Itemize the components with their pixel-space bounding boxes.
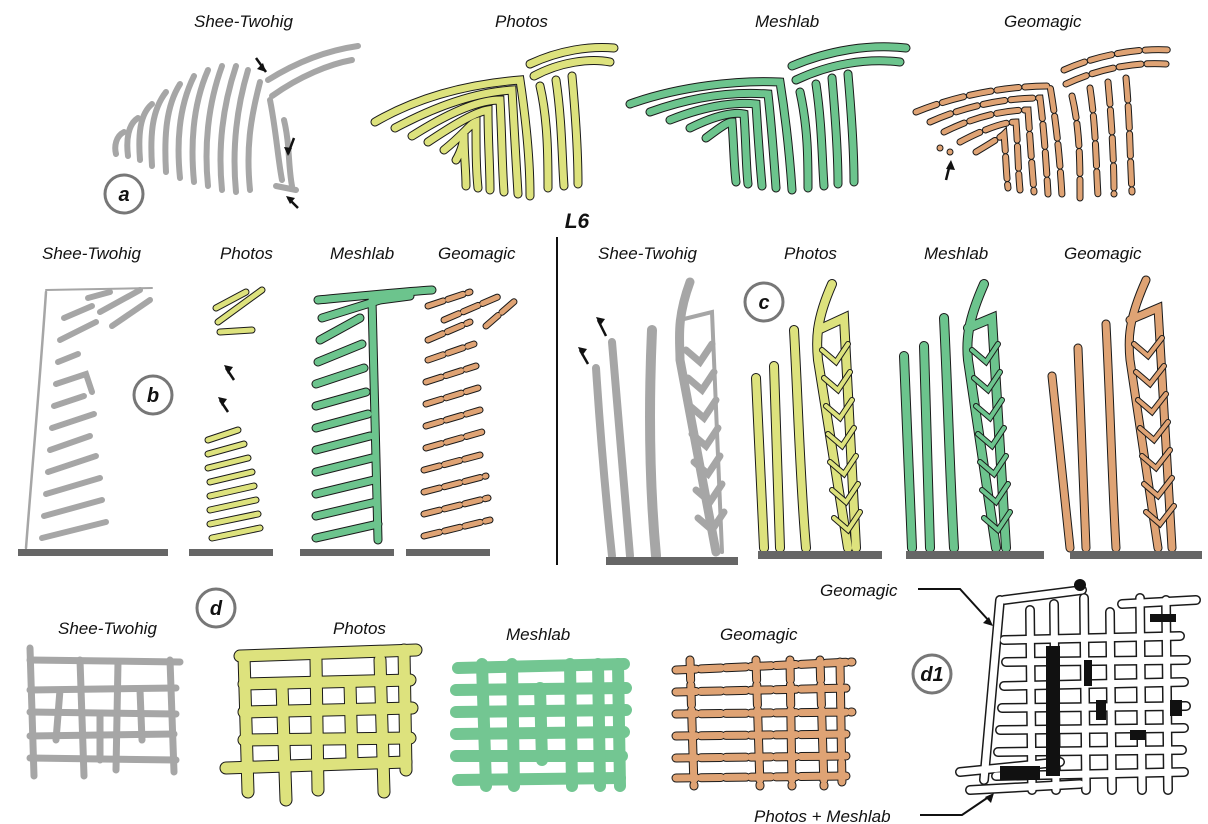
black-arrow-icon <box>918 589 990 622</box>
panel-c-shee-twohig-drawing <box>596 282 724 556</box>
panel-c-label-shee-twohig: Shee-Twohig <box>598 244 697 263</box>
panel-c-label-meshlab: Meshlab <box>924 244 988 263</box>
panel-d1-callout-geomagic: Geomagic <box>820 581 898 600</box>
black-arrow-head-icon <box>578 347 587 356</box>
black-arrow-head-icon <box>985 793 994 803</box>
panel-a-label-geomagic: Geomagic <box>1004 12 1082 31</box>
panel-d: d Shee-Twohig Photos Meshlab Geomagic <box>30 589 852 800</box>
panel-a-label-meshlab: Meshlab <box>755 12 819 31</box>
center-title: L6 <box>565 210 590 233</box>
panel-c-photos-drawing <box>756 284 860 548</box>
panel-a-meshlab-drawing <box>630 47 906 190</box>
panel-c-meshlab-drawing <box>904 284 1010 548</box>
panel-d-shee-twohig-drawing <box>30 648 180 776</box>
black-arrow-head-icon <box>983 617 993 626</box>
panel-b-meshlab-baseline <box>300 549 394 556</box>
black-arrow-head-icon <box>596 317 605 326</box>
panel-b-shee-twohig-drawing <box>26 288 152 548</box>
panel-d-photos-drawing <box>226 650 416 800</box>
panel-a: Shee-Twohig Photos Meshlab Geomagic <box>105 12 1170 213</box>
panel-d-label-shee-twohig: Shee-Twohig <box>58 619 157 638</box>
panel-c-meshlab-baseline <box>906 551 1044 559</box>
panel-d-label-photos: Photos <box>333 619 386 638</box>
panel-d-label-geomagic: Geomagic <box>720 625 798 644</box>
panel-a-shee-twohig-drawing <box>115 46 358 192</box>
panel-d-geomagic-drawing <box>676 660 852 786</box>
panel-b-meshlab-drawing <box>316 290 432 540</box>
black-arrow-head-icon <box>218 397 227 406</box>
panel-d-label-meshlab: Meshlab <box>506 625 570 644</box>
panel-b-photos-baseline <box>189 549 273 556</box>
panel-d1-letter: d1 <box>920 664 943 686</box>
panel-b-label-shee-twohig: Shee-Twohig <box>42 244 141 263</box>
panel-b-geomagic-drawing <box>424 292 516 536</box>
panel-a-label-shee-twohig: Shee-Twohig <box>194 12 293 31</box>
panel-d-letter: d <box>210 598 223 620</box>
panel-b-label-meshlab: Meshlab <box>330 244 394 263</box>
panel-c-letter: c <box>758 292 769 314</box>
panel-b-photos-drawing <box>208 290 262 538</box>
panel-d-meshlab-drawing <box>456 664 626 786</box>
panel-c-shee-twohig-baseline <box>606 557 738 565</box>
black-arrow-head-icon <box>224 365 233 374</box>
black-arrow-icon <box>920 796 990 815</box>
panel-b-letter: b <box>147 385 159 407</box>
panel-c-photos-baseline <box>758 551 882 559</box>
panel-b-geomagic-baseline <box>406 549 490 556</box>
panel-b-shee-twohig-baseline <box>18 549 168 556</box>
panel-c-label-geomagic: Geomagic <box>1064 244 1142 263</box>
panel-b-label-photos: Photos <box>220 244 273 263</box>
panel-a-label-photos: Photos <box>495 12 548 31</box>
panel-d1-overlay-drawing <box>960 579 1196 790</box>
panel-a-geomagic-drawing <box>916 50 1170 198</box>
panel-d1-callout-photos-meshlab: Photos + Meshlab <box>754 807 891 824</box>
panel-b-label-geomagic: Geomagic <box>438 244 516 263</box>
panel-c-geomagic-baseline <box>1070 551 1202 559</box>
panel-b: Shee-Twohig Photos Meshlab Geomagic b <box>18 244 516 556</box>
panel-c-geomagic-drawing <box>1052 280 1174 548</box>
panel-c-label-photos: Photos <box>784 244 837 263</box>
panel-a-letter: a <box>118 184 129 206</box>
panel-c: Shee-Twohig Photos Meshlab Geomagic c <box>578 244 1202 565</box>
panel-a-photos-drawing <box>375 48 614 196</box>
black-arrow-head-icon <box>946 160 955 170</box>
